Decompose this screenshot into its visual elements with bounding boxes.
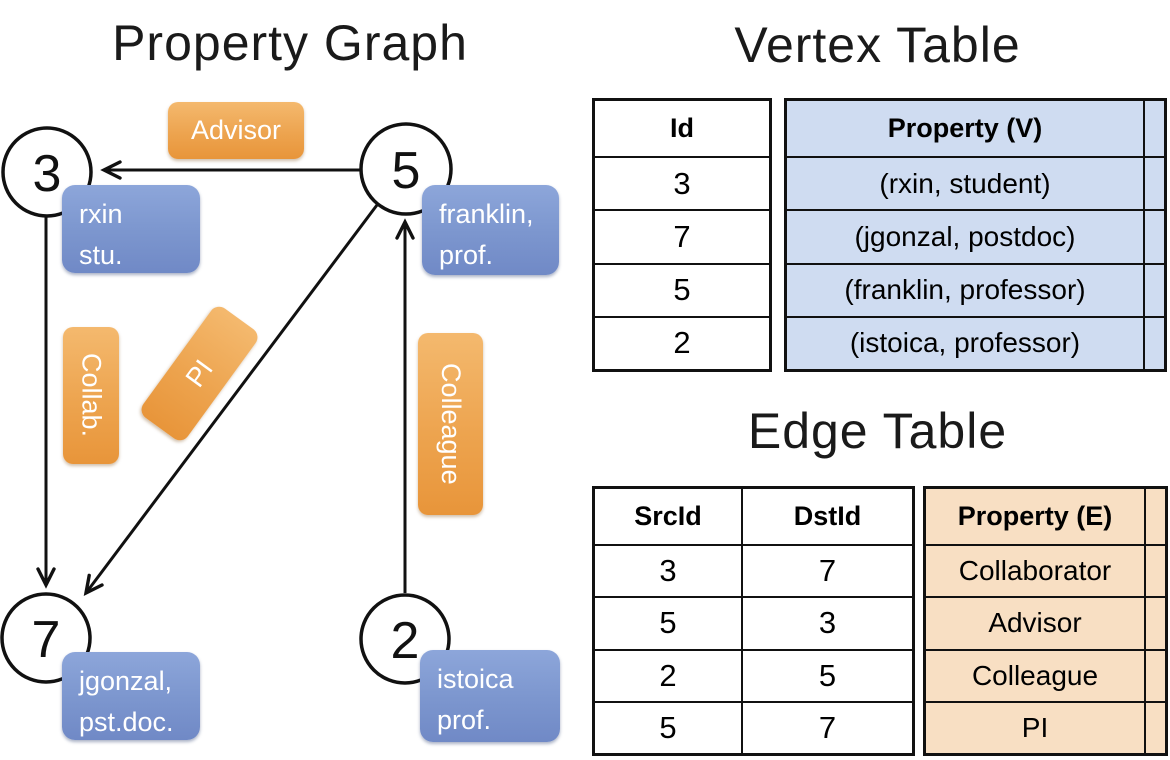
vertex-property-cell: (istoica, professor) [849,327,1081,359]
edge-table-property-header: Property (E) [957,501,1113,531]
edge-srcid-cell: 5 [595,702,743,753]
table-row: Colleague [926,648,1165,701]
table-row: (franklin, professor) [787,262,1164,316]
edge-dstid-cell: 7 [818,709,837,745]
vertex-id-cell: 5 [673,272,691,308]
table-row: 5 3 [595,596,912,649]
node-5-id: 5 [392,142,421,200]
edge-table-property-column: Property (E) Collaborator Advisor Collea… [923,486,1168,756]
node-2-id: 2 [391,612,420,670]
table-header-row: Property (V) [787,101,1164,156]
table-strip-cell [1143,101,1164,156]
table-row: 3 7 [595,544,912,597]
table-row: 7 [595,209,769,262]
vertex-property-cell: (rxin, student) [879,167,1051,199]
table-strip-cell [1143,158,1164,210]
table-row: Advisor [926,596,1165,649]
table-row: Collaborator [926,544,1165,597]
table-row: 5 7 [595,700,912,753]
edge-dstid-cell: 7 [818,553,837,589]
vertex-id-cell: 3 [673,165,691,201]
table-strip-cell [1143,317,1164,369]
vertex-table-property-column: Property (V) (rxin, student) (jgonzal, p… [784,98,1167,372]
edge-dstid-cell: 5 [818,657,837,693]
vertex-label-rxin-line2: stu. [79,239,123,270]
edge-arrow-5-to-7 [83,204,379,597]
table-header-row: Property (E) [926,489,1165,544]
table-strip-cell [1143,264,1164,316]
edge-dstid-cell: 3 [818,605,837,641]
edge-label-colleague-text: Colleague [436,363,466,485]
table-strip-cell [1144,702,1165,753]
table-strip-cell [1144,650,1165,701]
edge-label-advisor: Advisor [168,102,304,159]
edge-property-cell: Colleague [971,659,1099,691]
vertex-table-id-column: Id 3 7 5 2 [592,98,772,372]
table-row: (rxin, student) [787,156,1164,210]
edge-srcid-cell: 3 [595,546,743,597]
edge-srcid-cell: 2 [595,650,743,701]
vertex-id-cell: 7 [673,218,691,254]
edge-property-cell: Advisor [988,607,1082,639]
node-7-id: 7 [32,611,61,669]
vertex-property-cell: (franklin, professor) [844,274,1086,306]
edge-table-id-columns: SrcId DstId 3 7 5 3 2 5 5 7 [592,486,915,756]
edge-table-dstid-header: DstId [793,501,862,531]
vertex-label-istoica: istoica prof. [420,650,560,742]
edge-srcid-cell: 5 [595,598,743,649]
table-strip-cell [1144,489,1165,544]
edge-label-colleague: Colleague [418,333,483,515]
vertex-property-cell: (jgonzal, postdoc) [854,220,1076,252]
vertex-label-rxin: rxin stu. [62,185,200,273]
vertex-label-jgonzal-line2: pst.doc. [79,706,174,737]
edge-property-cell: PI [1021,711,1049,743]
vertex-table-id-header: Id [670,113,694,143]
vertex-label-rxin-line1: rxin [79,199,123,229]
vertex-label-franklin-line2: prof. [439,239,494,270]
table-header-row: SrcId DstId [595,489,912,544]
edge-label-collab: Collab. [63,327,119,464]
table-strip-cell [1144,546,1165,597]
table-row: PI [926,700,1165,753]
edge-label-collab-text: Collab. [76,353,107,438]
vertex-id-cell: 2 [673,325,691,361]
vertex-table-title: Vertex Table [734,17,1021,73]
table-header-row: Id [595,101,769,156]
vertex-label-franklin-line1: franklin, [439,199,534,229]
vertex-label-franklin: franklin, prof. [422,185,559,275]
node-3-id: 3 [33,145,62,203]
table-row: (jgonzal, postdoc) [787,209,1164,263]
table-row: 2 5 [595,648,912,701]
vertex-label-jgonzal-line1: jgonzal, [79,666,173,696]
table-strip-cell [1144,598,1165,649]
edge-label-pi-text: PI [179,354,219,393]
table-row: 3 [595,156,769,209]
vertex-table-property-header: Property (V) [887,113,1043,143]
edge-property-cell: Collaborator [958,555,1112,587]
vertex-label-jgonzal: jgonzal, pst.doc. [62,652,200,740]
table-row: 2 [595,315,769,369]
vertex-label-istoica-line1: istoica [437,664,514,694]
edge-table-srcid-header: SrcId [595,489,743,544]
property-graph-title: Property Graph [112,15,468,71]
table-strip-cell [1143,211,1164,263]
vertex-label-istoica-line2: prof. [437,704,492,735]
table-row: 5 [595,262,769,316]
edge-table-title: Edge Table [747,403,1008,459]
edge-label-advisor-text: Advisor [190,115,282,145]
table-row: (istoica, professor) [787,315,1164,369]
